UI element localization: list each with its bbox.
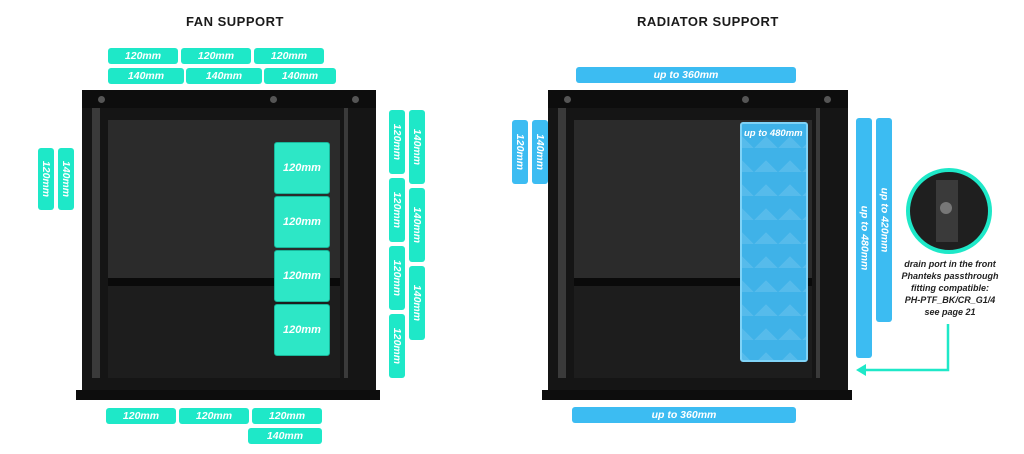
fan-bottom-120-2: 120mm — [179, 408, 249, 424]
fan-bottom-120-1: 120mm — [106, 408, 176, 424]
fan-front-140-2: 140mm — [409, 188, 425, 262]
radiator-rear-120: 120mm — [512, 120, 528, 184]
fan-front-120-4: 120mm — [389, 314, 405, 378]
fan-front-140-3: 140mm — [409, 266, 425, 340]
fan-top-140-3: 140mm — [264, 68, 336, 84]
fan-top-140-2: 140mm — [186, 68, 262, 84]
fan-bottom-140: 140mm — [248, 428, 322, 444]
fan-front-120-3: 120mm — [389, 246, 405, 310]
drain-port-closeup — [906, 168, 992, 254]
radiator-label: up to 480mm — [744, 128, 803, 139]
radiator-rear-140: 140mm — [532, 120, 548, 184]
fan-top-120-1: 120mm — [108, 48, 178, 64]
drain-port-note: drain port in the front Phanteks passthr… — [901, 259, 999, 317]
fan-case-image — [82, 90, 376, 392]
fan-top-120-3: 120mm — [254, 48, 324, 64]
fan-front-120-1: 120mm — [389, 110, 405, 174]
fan-rear-120: 120mm — [38, 148, 54, 210]
front-fan-1: 120mm — [274, 142, 330, 194]
fan-rear-140: 140mm — [58, 148, 74, 210]
radiator-top: up to 360mm — [576, 67, 796, 83]
fan-top-140-1: 140mm — [108, 68, 184, 84]
fan-front-140-1: 140mm — [409, 110, 425, 184]
fan-bottom-120-3: 120mm — [252, 408, 322, 424]
front-fan-2: 120mm — [274, 196, 330, 248]
front-fan-3: 120mm — [274, 250, 330, 302]
fan-support-heading: FAN SUPPORT — [186, 14, 284, 29]
radiator-bottom: up to 360mm — [572, 407, 796, 423]
drain-port-arrow — [856, 324, 950, 376]
radiator-case-foot — [542, 390, 852, 400]
radiator-support-heading: RADIATOR SUPPORT — [637, 14, 779, 29]
front-radiator — [740, 122, 808, 362]
fan-front-120-2: 120mm — [389, 178, 405, 242]
front-fan-4: 120mm — [274, 304, 330, 356]
radiator-front-480: up to 480mm — [856, 118, 872, 358]
radiator-front-420: up to 420mm — [876, 118, 892, 322]
fan-case-foot — [76, 390, 380, 400]
fan-top-120-2: 120mm — [181, 48, 251, 64]
